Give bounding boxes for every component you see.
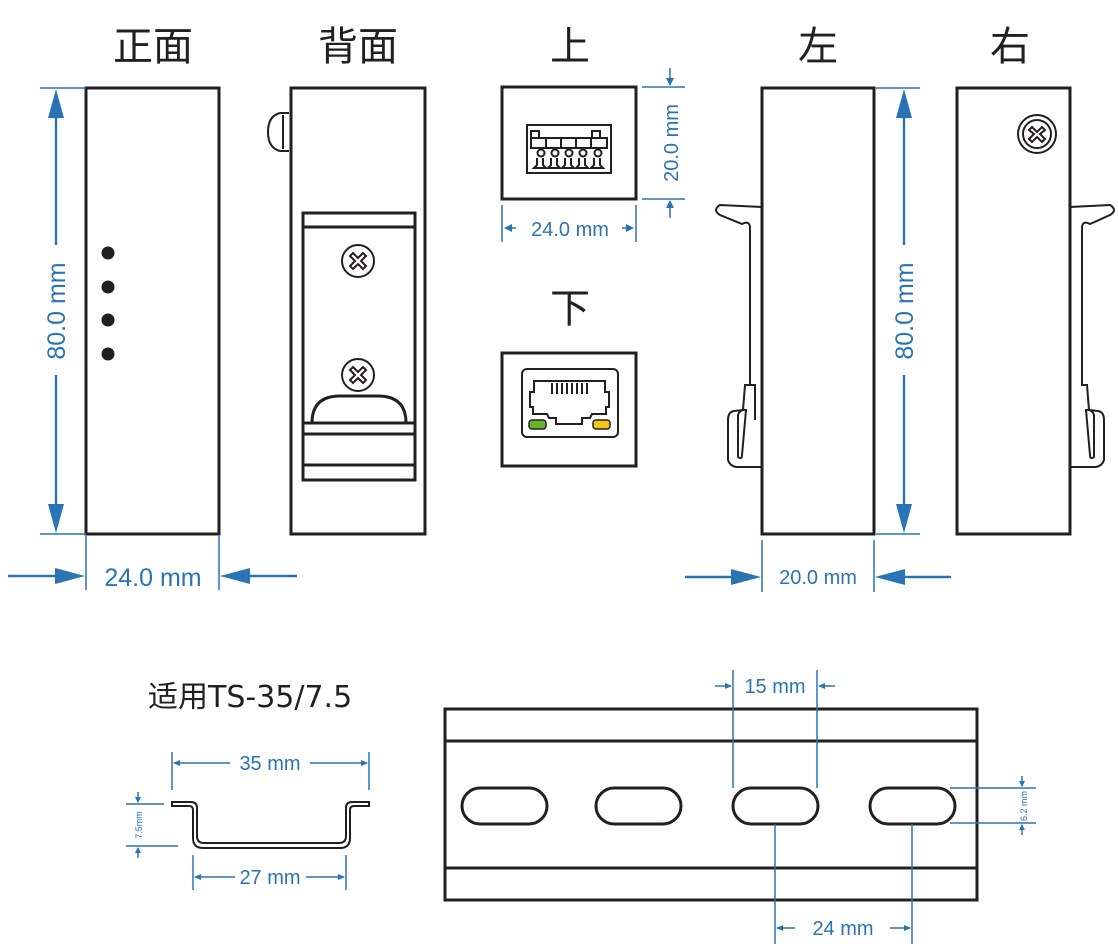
arrow-left-icon: [173, 760, 180, 766]
left-view-title: 左: [798, 24, 838, 70]
rail-profile: 适用TS-35/7.5 35 mm 27 mm 7.5mm: [126, 680, 370, 890]
indicator-led-3: [101, 313, 115, 327]
rail-slot: [731, 786, 820, 826]
slot-height-label: 6.2 mm: [1019, 791, 1029, 821]
left-depth-label: 20.0 mm: [779, 567, 857, 589]
clip-latch: [310, 394, 408, 424]
front-width-label: 24.0 mm: [104, 564, 201, 592]
front-height-dimension: 80.0 mm: [40, 87, 86, 535]
front-view: 正面 80.0 mm 24.0 mm: [8, 24, 297, 592]
link-led-green: [528, 419, 547, 430]
arrow-left-icon: [818, 683, 825, 689]
bottom-housing: [500, 351, 638, 468]
rail-slot: [594, 786, 683, 826]
indicator-led-2: [101, 280, 115, 294]
rail-slot: [460, 786, 549, 826]
rail-strip: 15 mm 24 mm 6.2 mm: [443, 670, 1036, 944]
din-clip-profile: [715, 203, 763, 468]
rail-title: 适用TS-35/7.5: [148, 680, 352, 715]
left-view: 左 80.0 mm 20.0 mm: [685, 24, 951, 592]
rail-bottom-width-label: 27 mm: [239, 867, 300, 889]
left-housing: [760, 86, 876, 536]
screw-icon: [1017, 114, 1057, 154]
activity-led-yellow: [592, 419, 611, 430]
arrow-right-icon: [55, 568, 85, 584]
front-height-label: 80.0 mm: [43, 262, 71, 359]
arrow-down-icon: [135, 797, 141, 803]
slot-spacing-label: 24 mm: [812, 918, 873, 940]
back-housing: [289, 86, 427, 536]
status-indicators: [101, 246, 115, 361]
front-width-dimension: 24.0 mm: [8, 536, 297, 592]
rail-cross-section: [171, 801, 370, 849]
arrow-up-icon: [1019, 824, 1025, 830]
top-width-label: 24.0 mm: [531, 219, 609, 241]
top-housing: [500, 85, 638, 201]
arrow-right-icon: [904, 925, 911, 931]
screw-icon: [341, 244, 375, 278]
din-clip-plate: [301, 211, 417, 482]
arrow-down-icon: [666, 78, 674, 86]
back-view: 背面: [266, 24, 427, 536]
arrow-left-icon: [776, 925, 783, 931]
left-height-dimension: 80.0 mm: [876, 87, 920, 535]
slot-pitch-label: 15 mm: [744, 676, 805, 698]
arrow-right-icon: [731, 569, 761, 585]
arrow-up-icon: [48, 89, 64, 118]
right-view-title: 右: [990, 24, 1030, 70]
arrow-left-icon: [194, 874, 201, 880]
arrow-left-icon: [220, 568, 250, 584]
right-view: 右: [955, 24, 1115, 536]
top-width-dimension: 24.0 mm: [501, 205, 637, 242]
arrow-left-icon: [875, 569, 905, 585]
top-depth-dimension: 20.0 mm: [642, 68, 685, 218]
back-view-title: 背面: [318, 24, 398, 70]
top-view-title: 上: [550, 24, 590, 70]
bottom-view-title: 下: [550, 286, 590, 332]
rail-slot: [868, 786, 957, 826]
indicator-led-1: [101, 246, 115, 260]
arrow-down-icon: [48, 504, 64, 533]
arrow-right-icon: [361, 760, 368, 766]
indicator-led-4: [101, 347, 115, 361]
bottom-view: 下: [500, 286, 638, 468]
front-housing: [84, 86, 221, 536]
front-view-title: 正面: [113, 24, 193, 70]
arrow-down-icon: [896, 504, 912, 533]
top-depth-label: 20.0 mm: [661, 104, 683, 182]
rail-height-label: 7.5mm: [134, 811, 144, 839]
arrow-right-icon: [725, 683, 732, 689]
terminal-block-icon: [526, 124, 612, 174]
arrow-up-icon: [896, 89, 912, 118]
rj45-port-icon: [521, 368, 619, 438]
left-height-label: 80.0 mm: [891, 262, 919, 359]
arrow-up-icon: [135, 847, 141, 853]
arrow-right-icon: [338, 874, 345, 880]
din-clip-profile: [1069, 203, 1115, 468]
rail-top-width-label: 35 mm: [239, 753, 300, 775]
arrow-up-icon: [666, 200, 674, 208]
arrow-down-icon: [1019, 781, 1025, 787]
rail-strip-outline: [443, 707, 979, 902]
mounting-knob: [266, 112, 289, 152]
right-housing: [955, 86, 1072, 536]
left-depth-dimension: 20.0 mm: [685, 540, 951, 592]
screw-icon: [341, 358, 375, 392]
top-view: 上: [500, 24, 685, 242]
